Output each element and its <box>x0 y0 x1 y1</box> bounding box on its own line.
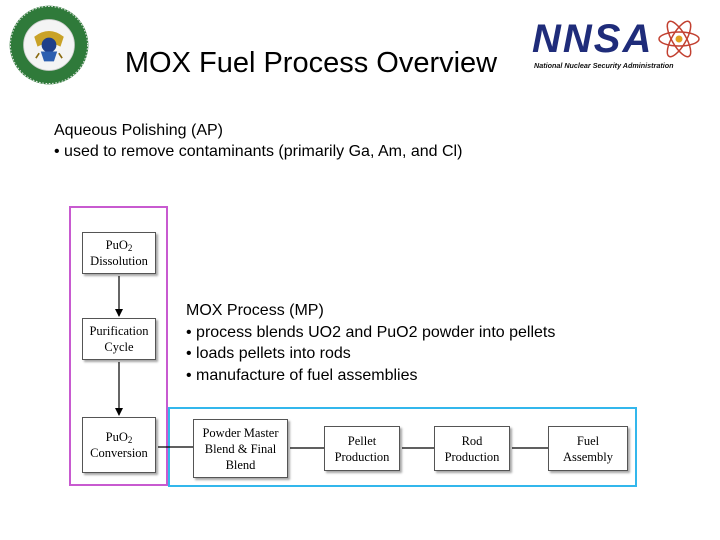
puo2-dissolution-box: PuO2 Dissolution <box>82 232 156 274</box>
atom-icon <box>658 20 700 58</box>
mp-description-block: MOX Process (MP) • process blends UO2 an… <box>186 300 555 386</box>
box-label-line2: Dissolution <box>90 254 148 268</box>
purification-cycle-box: Purification Cycle <box>82 318 156 360</box>
box-label-line2: Production <box>444 449 500 464</box>
chemical-subscript: 2 <box>127 243 133 253</box>
box-label-line2: Production <box>334 449 390 464</box>
nnsa-logo-subtitle: National Nuclear Security Administration <box>534 61 674 70</box>
chemical-formula: PuO <box>105 238 128 252</box>
doe-seal-icon <box>9 5 89 85</box>
box-label-line2: Assembly <box>563 449 613 464</box>
mp-bullet: • manufacture of fuel assemblies <box>186 366 418 384</box>
mp-heading: MOX Process (MP) <box>186 302 324 319</box>
mp-bullet: • process blends UO2 and PuO2 powder int… <box>186 323 556 341</box>
chemical-formula: PuO <box>105 430 128 444</box>
page-title: MOX Fuel Process Overview <box>124 47 498 79</box>
box-label-line2: Blend & Final <box>204 441 277 456</box>
nnsa-logo-letters: NNSA <box>532 17 654 61</box>
box-label-line3: Blend <box>225 457 256 472</box>
box-label-line1: Pellet <box>347 433 377 448</box>
nnsa-logo: NNSA National Nuclear Security Administr… <box>528 16 708 78</box>
ap-description: • used to remove contaminants (primarily… <box>54 143 463 160</box>
box-label-line2: Cycle <box>104 340 134 354</box>
box-label-line1: Rod <box>461 433 483 448</box>
chemical-subscript: 2 <box>127 435 133 445</box>
box-label-line1: PuO2 <box>90 429 148 445</box>
box-label-line1: Purification <box>89 324 149 338</box>
box-label-line2: Conversion <box>90 446 148 460</box>
box-label-line1: Powder Master <box>202 425 279 440</box>
ap-process-container <box>69 206 168 486</box>
pellet-production-box: Pellet Production <box>324 426 400 471</box>
fuel-assembly-box: Fuel Assembly <box>548 426 628 471</box>
rod-production-box: Rod Production <box>434 426 510 471</box>
mp-bullet: • loads pellets into rods <box>186 345 351 362</box>
puo2-conversion-box: PuO2 Conversion <box>82 417 156 473</box>
box-label-line1: Fuel <box>576 433 600 448</box>
ap-heading: Aqueous Polishing (AP) <box>54 122 223 139</box>
powder-master-blend-box: Powder Master Blend & Final Blend <box>193 419 288 478</box>
box-label-line1: PuO2 <box>90 237 148 253</box>
